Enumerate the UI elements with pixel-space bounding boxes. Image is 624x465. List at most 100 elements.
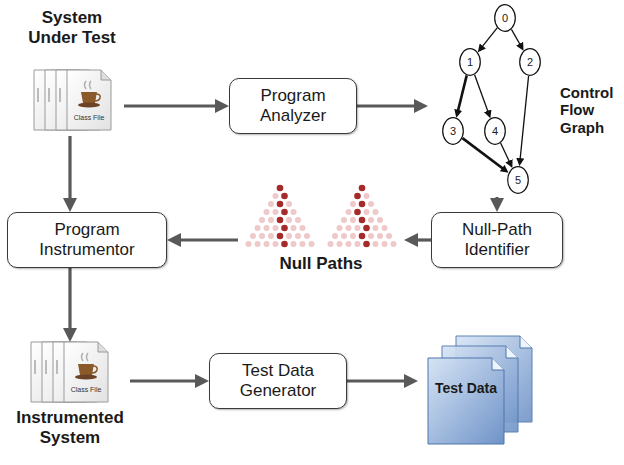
node-label: 0: [502, 12, 508, 25]
tree-dot: [382, 225, 388, 231]
process-box: Program Analyzer: [229, 78, 357, 134]
null-path-dot: [281, 225, 288, 232]
instrumented-system: Instrumented System: [10, 342, 130, 454]
tree-dot: [291, 241, 297, 247]
tree-dot: [291, 225, 297, 231]
tree-dot: [373, 241, 379, 247]
tree-dot: [268, 201, 274, 207]
tree-dot: [332, 233, 338, 239]
flow-arrow: [68, 268, 71, 336]
document-fold: [492, 358, 504, 370]
process-box: Null-Path Identifier: [431, 212, 563, 268]
tree-dot: [391, 241, 397, 247]
coffee-handle: [95, 94, 100, 101]
tree-dot: [273, 225, 279, 231]
document-fold: [506, 346, 518, 358]
tree-dot: [368, 217, 374, 223]
null-path-dot: [359, 217, 366, 224]
graph-node-outline: [495, 5, 516, 32]
document-page: [428, 358, 504, 444]
tree-dot: [382, 241, 388, 247]
tree-dot: [368, 201, 374, 207]
tree-dot: [304, 233, 310, 239]
icon-caption: Class File: [67, 114, 111, 121]
flow-arrow: [130, 379, 203, 382]
tree-dot: [377, 233, 383, 239]
null-path-dot: [363, 225, 370, 232]
graph-node: 5: [507, 166, 529, 194]
node-label: Instrumented System: [10, 408, 130, 447]
class-file-page: [64, 342, 108, 402]
tree-dot: [346, 209, 352, 215]
flow-arrow: [124, 104, 223, 107]
null-path-dot: [281, 241, 288, 248]
null-path-dot: [359, 201, 366, 208]
tree-dot: [328, 241, 334, 247]
tree-dot: [300, 225, 306, 231]
coffee-steam: [82, 353, 89, 361]
graph-node-outline: [443, 118, 464, 145]
flow-arrow: [68, 136, 71, 206]
tree-dot: [264, 225, 270, 231]
flow-arrow: [357, 104, 422, 107]
tree-dot: [286, 233, 292, 239]
tree-dot: [364, 209, 370, 215]
graph-node-outline: [485, 118, 506, 145]
tree-dot: [346, 241, 352, 247]
tree-dot: [341, 217, 347, 223]
flow-arrow: [495, 197, 498, 206]
node-label: Null-Path Identifier: [442, 220, 552, 259]
null-path-dot: [363, 241, 370, 248]
class-file-page: [67, 70, 111, 130]
tree-dot: [246, 241, 252, 247]
coffee-saucer: [75, 375, 97, 380]
node-label: Program Analyzer: [240, 86, 346, 125]
page-fold: [101, 70, 111, 80]
tree-dot: [291, 209, 297, 215]
coffee-handle: [92, 366, 97, 373]
tree-dot: [295, 217, 301, 223]
coffee-steam: [85, 81, 92, 89]
document-fold: [520, 336, 532, 348]
tree-dot: [350, 217, 356, 223]
graph-node: 1: [459, 48, 481, 76]
flow-arrow: [173, 238, 238, 241]
test-data: Test Data: [418, 336, 543, 448]
graph-edge: [520, 76, 529, 163]
tree-dot: [373, 209, 379, 215]
graph-node: 3: [442, 117, 464, 145]
coffee-saucer: [78, 103, 100, 108]
page-mark: [59, 88, 61, 102]
tree-dot: [377, 217, 383, 223]
tree-dot: [268, 233, 274, 239]
class-file-icons: [20, 8, 124, 136]
tree-dot: [268, 217, 274, 223]
flow-arrow: [347, 379, 412, 382]
graph-node-outline: [508, 167, 529, 194]
page-fold: [98, 342, 108, 352]
graph-node-outline: [520, 49, 541, 76]
node-label: 3: [450, 125, 456, 138]
graph-edge: [475, 75, 490, 116]
process-box: Test Data Generator: [209, 353, 347, 409]
node-label: Null Paths: [238, 254, 404, 274]
tree-dot: [259, 217, 265, 223]
page-mark: [45, 360, 47, 374]
null-path-dot: [354, 193, 361, 200]
graph-edge: [501, 143, 511, 165]
null-path-dot: [281, 209, 288, 216]
tree-dot: [264, 241, 270, 247]
system-under-test: System Under Test: [20, 8, 124, 136]
node-label: System Under Test: [20, 8, 124, 47]
icon-caption: Class File: [64, 386, 108, 393]
null-path-dot: [359, 233, 366, 240]
coffee-cup: [81, 92, 97, 103]
tree-dot: [350, 201, 356, 207]
graph-edge: [511, 29, 522, 48]
tree-dot: [355, 225, 361, 231]
tree-dot: [355, 241, 361, 247]
tree-dot: [368, 233, 374, 239]
tree-dot: [273, 193, 279, 199]
flow-arrow: [410, 238, 431, 241]
